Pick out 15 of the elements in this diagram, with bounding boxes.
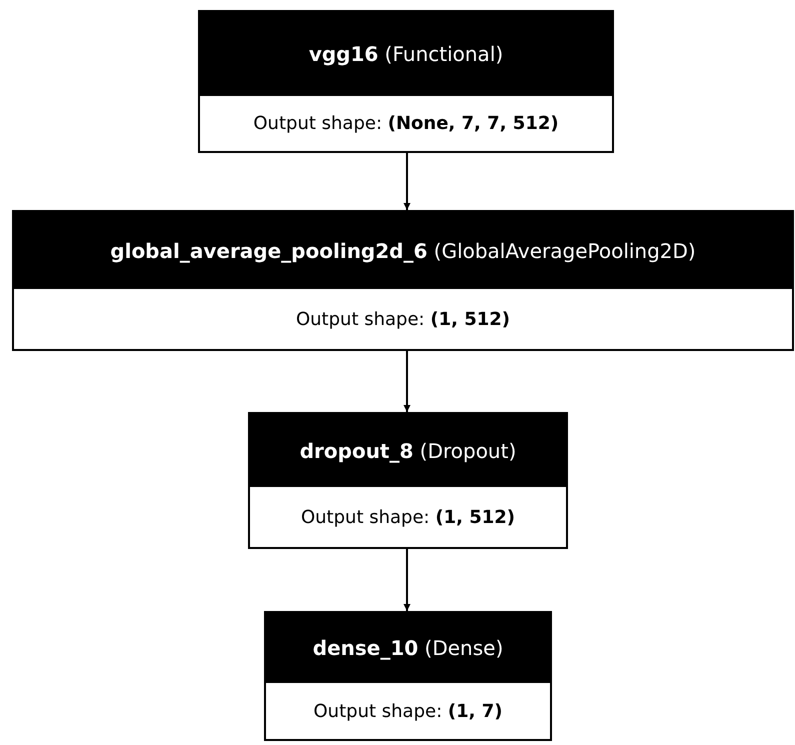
- layer-box: [248, 412, 568, 549]
- output-shape-text: Output shape: (1, 512): [296, 308, 510, 330]
- arrow: [404, 549, 410, 611]
- layer-box: [12, 210, 794, 351]
- layer-box: [198, 10, 614, 153]
- layer-title: dense_10 (Dense): [312, 636, 504, 660]
- layer-title: vgg16 (Functional): [308, 42, 504, 66]
- layer-title: dropout_8 (Dropout): [300, 438, 516, 462]
- layer-box: [264, 611, 552, 741]
- output-shape-text: Output shape: (1, 512): [300, 506, 515, 528]
- output-shape-text: Output shape: (1, 7): [314, 700, 502, 722]
- output-shape-text: Output shape: (None, 7, 7, 512): [253, 113, 559, 134]
- arrow: [404, 153, 410, 210]
- arrow: [404, 351, 410, 412]
- layer-title: global_average_pooling2d_6 (GlobalAveragePooling2D): [110, 238, 696, 262]
